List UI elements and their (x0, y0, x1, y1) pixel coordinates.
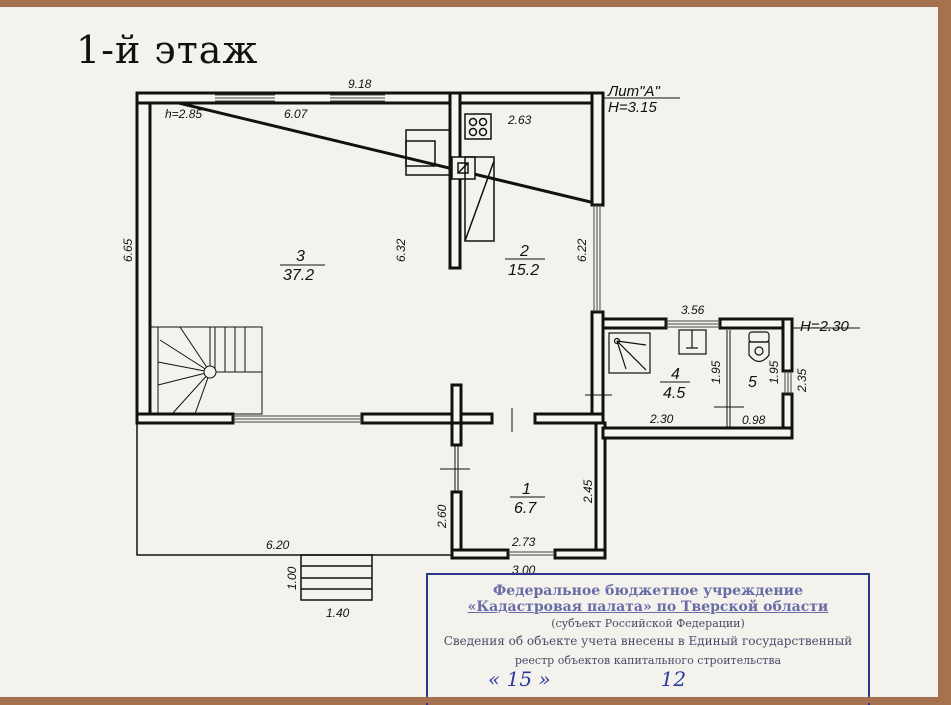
stamp-line-4: Сведения об объекте учета внесены в Един… (443, 634, 853, 648)
bottom-frame (0, 697, 951, 703)
dim-wc-bottom: 0.98 (742, 413, 766, 427)
dim-wc-height: 1.95 (767, 360, 781, 384)
veranda-outline (136, 423, 452, 556)
dim-steps-height: 1.00 (285, 566, 299, 590)
dim-bath-bottom: 2.30 (649, 412, 674, 426)
dim-partition: 6.32 (394, 238, 408, 262)
stamp-month: 12 (660, 667, 687, 691)
hall-bottom-right (553, 548, 607, 560)
ceiling-height: h=2.85 (165, 107, 202, 121)
dim-steps-width: 1.40 (326, 606, 350, 620)
room-4-number: 4 (671, 366, 680, 383)
room-2-number: 2 (519, 243, 529, 260)
room-5-number: 5 (748, 374, 757, 391)
stamp-line-3: (субъект Российской Федерации) (551, 617, 745, 630)
floor-title: 1-й этаж (76, 28, 259, 72)
stamp-line-1: Федеральное бюджетное учреждение (493, 583, 803, 599)
room-2-area: 15.2 (508, 262, 539, 279)
stamp-line-2: «Кадастровая палата» по Тверской области (467, 599, 829, 615)
room-1-area: 6.7 (514, 500, 537, 517)
annex-top-right (718, 317, 794, 330)
wall-left (135, 91, 152, 425)
litera-height: H=3.15 (608, 99, 657, 116)
fireplace-icon (405, 129, 451, 176)
stamp-day: « 15 » (488, 667, 551, 691)
annex-right-upper (781, 317, 794, 373)
dim-kitchen-top: 2.63 (507, 113, 532, 127)
room-1-number: 1 (522, 481, 531, 498)
annex-top-left (601, 317, 668, 330)
dim-top-overall: 9.18 (348, 77, 372, 91)
wall-bottom-mid (360, 412, 494, 425)
dim-hall-right: 2.45 (581, 479, 595, 504)
partition-wall (448, 91, 462, 270)
dim-kitchen-right: 6.22 (575, 238, 589, 262)
dim-annex-top: 3.56 (681, 303, 705, 317)
hall-left-upper (450, 421, 463, 447)
stamp-line-5: реестр объектов капитального строительст… (514, 654, 782, 667)
annex-bottom (601, 426, 794, 440)
annex-height: H=2.30 (800, 318, 849, 335)
dim-veranda-bottom: 6.20 (266, 538, 290, 552)
dim-annex-right: 2.35 (795, 368, 809, 393)
room-3-area: 37.2 (283, 267, 314, 284)
wall-bottom-left (135, 412, 235, 425)
room-3-number: 3 (296, 248, 305, 265)
hall-right (594, 421, 607, 560)
stove-icon (464, 113, 492, 140)
wall-right-lower (590, 310, 605, 424)
dim-hall-left: 2.60 (435, 504, 449, 529)
dim-left-wall: 6.65 (121, 238, 135, 262)
wall-right-upper (590, 91, 605, 207)
cadastral-stamp: Федеральное бюджетное учреждение «Кадаст… (426, 573, 870, 705)
wall-outer-main (136, 91, 605, 207)
dim-top-inner: 6.07 (284, 107, 309, 121)
counter-icon (464, 156, 495, 242)
toilet-icon (748, 331, 770, 363)
hall-bottom-left (450, 548, 510, 560)
dim-hall-inner-bottom: 2.73 (511, 535, 536, 549)
shower-icon (608, 332, 651, 374)
hall-left-lower (450, 490, 463, 560)
litera-label: Лит"А" (607, 83, 660, 100)
wall-bottom-right (533, 412, 605, 425)
room-4-area: 4.5 (663, 385, 685, 402)
staircase (149, 326, 263, 415)
stamp-date: « 15 » 12 (428, 667, 868, 691)
dim-bath-height: 1.95 (709, 360, 723, 384)
